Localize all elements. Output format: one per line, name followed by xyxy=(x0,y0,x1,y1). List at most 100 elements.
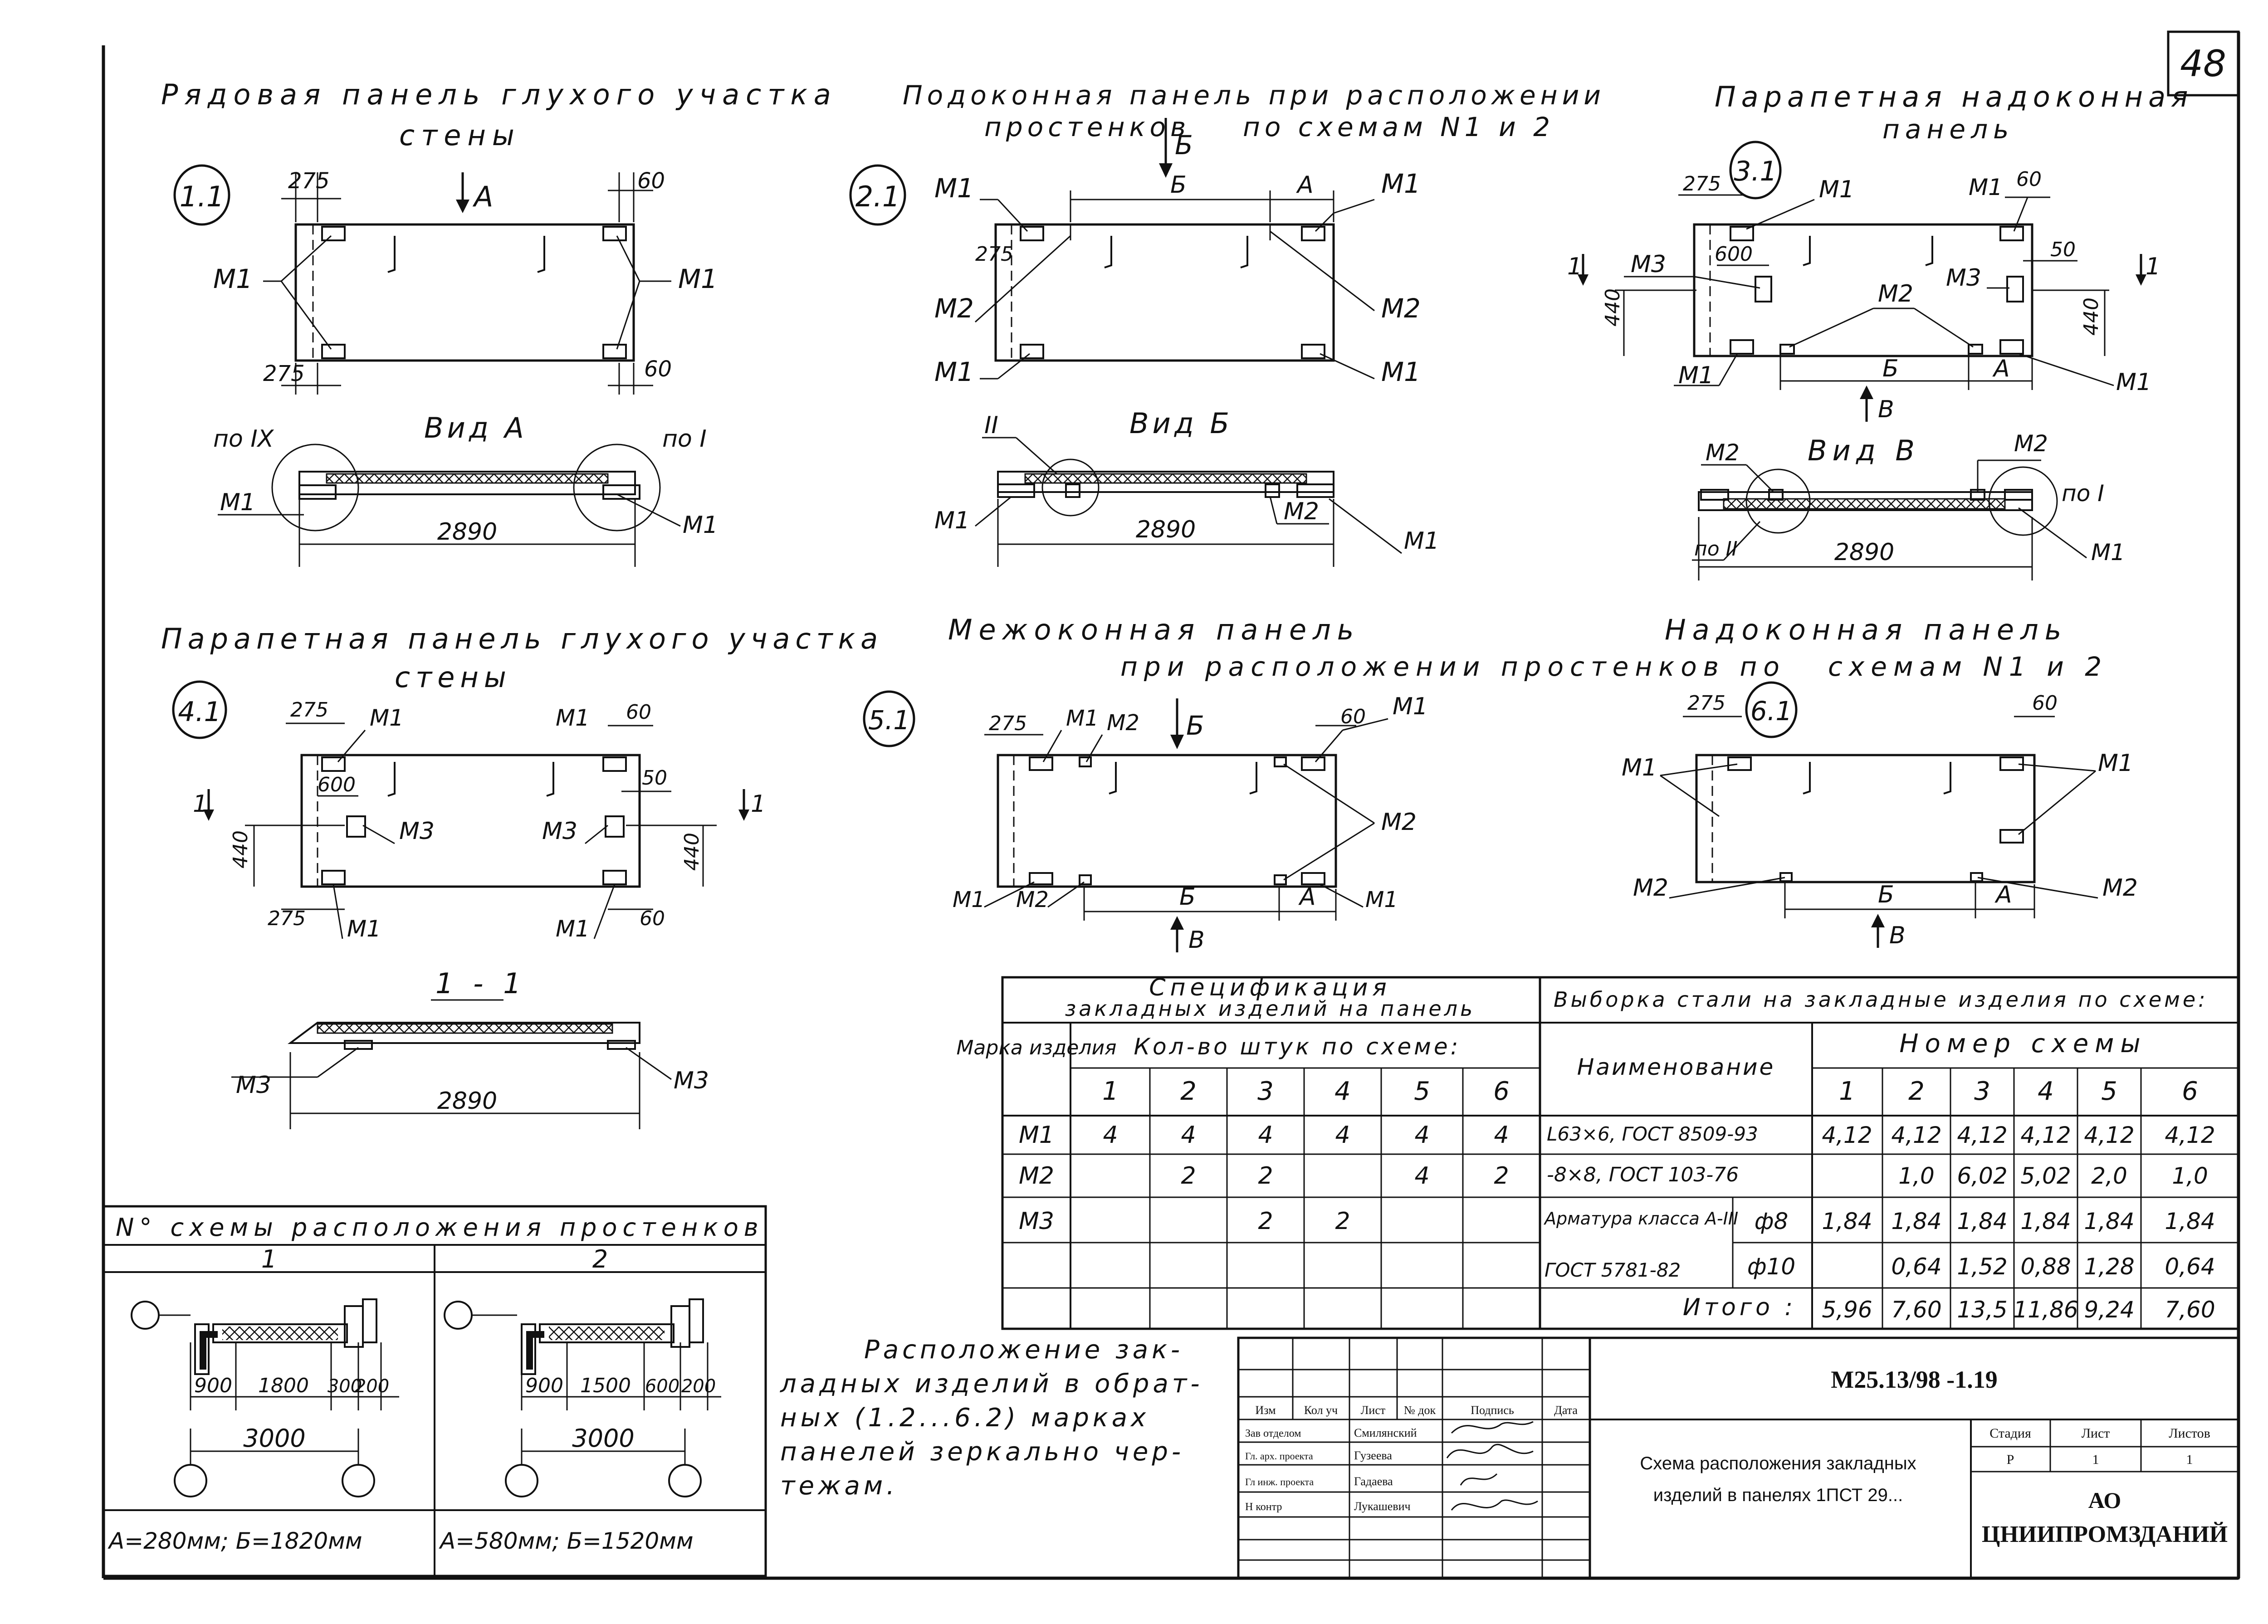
svg-text:В: В xyxy=(1889,922,1906,949)
panel-number-circle xyxy=(173,164,230,226)
panel-outline xyxy=(294,223,635,362)
svg-text:М2: М2 xyxy=(1284,498,1319,525)
svg-text:М1: М1 xyxy=(1381,356,1421,387)
svg-text:М1: М1 xyxy=(1819,176,1854,203)
svg-text:9,24: 9,24 xyxy=(2084,1297,2134,1323)
svg-text:ных (1.2...6.2) марках: ных (1.2...6.2) марках xyxy=(780,1403,1149,1433)
svg-text:2: 2 xyxy=(1181,1162,1196,1190)
svg-text:1,0: 1,0 xyxy=(1898,1163,1935,1189)
svg-text:М3: М3 xyxy=(399,818,435,845)
svg-text:Р: Р xyxy=(2007,1452,2014,1467)
panel-4-1: Парапетная панель глухого участка стены … xyxy=(161,622,883,1129)
svg-text:3000: 3000 xyxy=(572,1424,634,1453)
svg-text:Вид В: Вид В xyxy=(1808,434,1920,467)
svg-text:60: 60 xyxy=(644,356,672,382)
svg-text:2: 2 xyxy=(1908,1077,1925,1106)
svg-text:М1: М1 xyxy=(2116,369,2151,396)
svg-text:1,52: 1,52 xyxy=(1957,1253,2007,1280)
sheet-number: 48 xyxy=(2180,43,2226,85)
svg-text:2.1: 2.1 xyxy=(855,180,900,213)
svg-text:L63×6, ГОСТ 8509-93: L63×6, ГОСТ 8509-93 xyxy=(1547,1123,1758,1145)
svg-text:4: 4 xyxy=(1103,1122,1118,1149)
svg-text:Расположение зак-: Расположение зак- xyxy=(864,1335,1183,1365)
svg-text:ф10: ф10 xyxy=(1747,1253,1795,1280)
svg-text:М2: М2 xyxy=(1381,809,1417,836)
svg-text:3000: 3000 xyxy=(243,1424,305,1453)
svg-text:М1: М1 xyxy=(1365,887,1398,912)
svg-text:М1: М1 xyxy=(2091,539,2125,566)
svg-text:Номер схемы: Номер схемы xyxy=(1899,1029,2146,1058)
svg-text:АО: АО xyxy=(2088,1487,2121,1513)
svg-text:2: 2 xyxy=(1258,1208,1273,1235)
svg-text:М1: М1 xyxy=(1622,754,1657,781)
svg-text:4,12: 4,12 xyxy=(1957,1122,2007,1148)
svg-text:ГОСТ 5781-82: ГОСТ 5781-82 xyxy=(1545,1259,1681,1281)
svg-text:по II: по II xyxy=(1694,537,1738,561)
svg-text:5: 5 xyxy=(2101,1077,2117,1106)
svg-text:300: 300 xyxy=(327,1376,362,1397)
svg-text:Наименование: Наименование xyxy=(1577,1054,1775,1080)
svg-text:М2: М2 xyxy=(1107,710,1139,736)
svg-text:0,64: 0,64 xyxy=(2165,1253,2215,1280)
svg-text:2,0: 2,0 xyxy=(2091,1163,2127,1189)
svg-text:4.1: 4.1 xyxy=(178,696,221,728)
svg-text:440: 440 xyxy=(1601,288,1624,327)
panel-3-1: Парапетная надоконная панель 3.1 275 М1 … xyxy=(1567,80,2193,580)
svg-text:М1: М1 xyxy=(1393,693,1428,720)
svg-text:М2: М2 xyxy=(1019,1162,1054,1190)
panel-3-1-title: Парапетная надоконная xyxy=(1715,80,2193,113)
svg-text:275: 275 xyxy=(288,168,330,194)
svg-text:Лист: Лист xyxy=(2082,1426,2110,1441)
panel-number: 1.1 xyxy=(180,180,225,213)
svg-text:4,12: 4,12 xyxy=(1891,1122,1941,1148)
svg-text:60: 60 xyxy=(1340,705,1366,728)
panel-2-1: Подоконная панель при расположении прост… xyxy=(849,80,1601,567)
svg-text:простенков: простенков xyxy=(984,112,1190,142)
title-block: M25.13/98 -1.19 Стадия Лист Листов Р 1 1… xyxy=(1237,1336,2240,1580)
svg-text:Стадия: Стадия xyxy=(1989,1426,2031,1441)
svg-text:6: 6 xyxy=(2182,1077,2198,1106)
svg-text:Вид А: Вид А xyxy=(424,411,528,444)
svg-text:6,02: 6,02 xyxy=(1957,1163,2007,1189)
signature-marks xyxy=(1446,1421,1538,1511)
svg-text:Б: Б xyxy=(1882,355,1899,382)
svg-text:Б: Б xyxy=(1878,881,1894,908)
svg-text:5,02: 5,02 xyxy=(2020,1163,2071,1189)
svg-text:М1: М1 xyxy=(1404,527,1439,555)
svg-text:4: 4 xyxy=(1181,1122,1196,1149)
panel-4-1-title: Парапетная панель глухого участка xyxy=(161,622,883,655)
svg-text:900: 900 xyxy=(525,1374,563,1397)
svg-text:Лукашевич: Лукашевич xyxy=(1354,1500,1411,1513)
svg-text:1,84: 1,84 xyxy=(1957,1208,2007,1234)
svg-text:Б: Б xyxy=(1170,171,1187,199)
svg-text:Гузеева: Гузеева xyxy=(1354,1449,1392,1462)
svg-text:4: 4 xyxy=(1335,1122,1350,1149)
svg-text:6.1: 6.1 xyxy=(1750,696,1792,727)
svg-text:М1: М1 xyxy=(556,705,590,731)
svg-text:М1: М1 xyxy=(1969,174,2003,200)
svg-text:1: 1 xyxy=(1102,1077,1119,1106)
svg-text:панель: панель xyxy=(1882,114,2014,145)
svg-text:М1: М1 xyxy=(934,173,974,204)
panel-1-1: Рядовая панель глухого участка стены 1.1… xyxy=(161,78,831,567)
svg-text:Спецификация: Спецификация xyxy=(1149,974,1391,1001)
svg-text:11,86: 11,86 xyxy=(2013,1297,2078,1323)
svg-text:по I: по I xyxy=(662,425,707,453)
svg-text:М2: М2 xyxy=(2014,430,2048,457)
svg-text:3: 3 xyxy=(1257,1077,1274,1106)
svg-text:Б: Б xyxy=(1179,883,1196,911)
svg-text:2890: 2890 xyxy=(437,1088,497,1115)
svg-text:2890: 2890 xyxy=(1136,516,1196,543)
svg-text:60: 60 xyxy=(2032,692,2058,715)
svg-text:4: 4 xyxy=(1258,1122,1273,1149)
svg-text:Марка изделия: Марка изделия xyxy=(956,1036,1116,1059)
svg-text:5: 5 xyxy=(1414,1077,1430,1106)
svg-text:4: 4 xyxy=(1414,1162,1429,1190)
svg-text:1: 1 xyxy=(2146,253,2160,280)
svg-text:2890: 2890 xyxy=(437,518,497,546)
svg-text:50: 50 xyxy=(642,766,667,790)
svg-text:275: 275 xyxy=(975,243,1013,266)
svg-text:Лист: Лист xyxy=(1361,1404,1385,1417)
svg-text:по IX: по IX xyxy=(213,425,274,453)
